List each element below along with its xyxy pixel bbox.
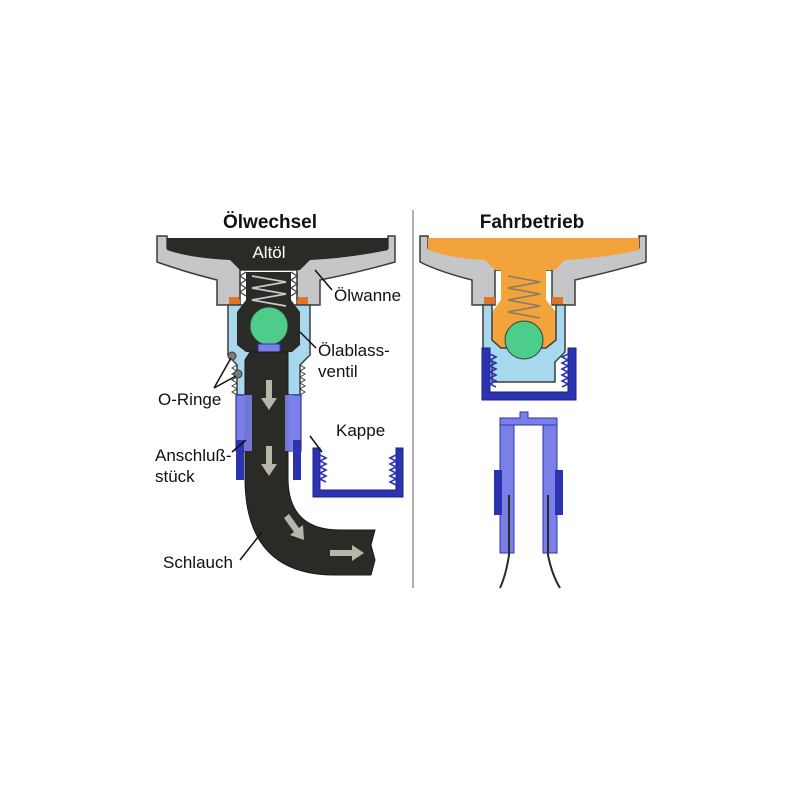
- pan-seal-right-2: [552, 297, 563, 304]
- flow-arrow-1: [261, 380, 277, 410]
- right-panel-title: Fahrbetrieb: [480, 212, 585, 233]
- hose-right-right-wall: [547, 495, 561, 589]
- spring-right: [507, 275, 541, 319]
- pan-seal-right-1: [484, 297, 495, 304]
- fitting-right-band-left: [494, 470, 502, 515]
- leader-schlauch: [239, 531, 263, 561]
- valve-ball-right: [504, 320, 544, 360]
- leader-anschluss: [231, 439, 247, 453]
- fitting-right-top: [499, 411, 558, 426]
- old-oil-in-pan: [167, 238, 388, 270]
- cap-left-thread: [318, 454, 398, 486]
- label-altoel: Altöl: [252, 243, 285, 262]
- label-anschluss-2: stück: [155, 467, 195, 486]
- fitting-right-wall-left: [499, 424, 515, 554]
- leader-oelwanne: [314, 269, 333, 291]
- fresh-oil-in-pan: [428, 238, 639, 270]
- fitting-right-band-right: [555, 470, 563, 515]
- fitting-right-inner: [285, 395, 293, 451]
- flow-arrow-2: [261, 446, 277, 476]
- right-panel-driving: Fahrbetrieb: [419, 212, 647, 589]
- leader-o-ring-1: [213, 357, 232, 389]
- pan-seal-left: [229, 297, 240, 304]
- fitting-lower-band-right: [293, 440, 301, 480]
- leader-o-ring-2: [213, 375, 237, 389]
- valve-ball-left: [249, 306, 289, 346]
- label-o-ringe: O-Ringe: [158, 390, 221, 409]
- cap-on-valve-thread: [488, 353, 570, 388]
- o-ring-upper: [227, 351, 237, 361]
- cap-on-valve: [481, 347, 577, 401]
- fitting-right-wall-right: [542, 424, 558, 554]
- label-oelablass-2: ventil: [318, 362, 358, 381]
- cap-left: [312, 447, 404, 498]
- label-anschluss-1: Anschluß-: [155, 446, 232, 465]
- label-schlauch: Schlauch: [163, 553, 233, 572]
- flow-arrow-4: [330, 545, 364, 561]
- plunger-left: [257, 343, 281, 353]
- boss-thread-left: [238, 270, 248, 300]
- label-oelablass-1: Ölablass-: [318, 341, 390, 360]
- pan-seal-right: [297, 297, 308, 304]
- fitting-lower-band-left: [236, 440, 244, 480]
- valve-thread-left: [231, 364, 306, 396]
- label-oelwanne: Ölwanne: [334, 286, 401, 305]
- valve-body-right: [482, 304, 566, 383]
- left-panel-title: Ölwechsel: [223, 212, 317, 233]
- hose: [244, 351, 376, 576]
- fitting-left-inner: [244, 395, 252, 451]
- left-panel-oil-change: Ölwechsel Altöl Ölwanne Ölablass- ventil…: [155, 212, 404, 576]
- leader-kappe: [309, 435, 323, 453]
- spring-left: [251, 275, 287, 307]
- leader-oelablass: [299, 331, 317, 349]
- label-kappe: Kappe: [336, 421, 385, 440]
- boss-thread-right: [289, 270, 299, 300]
- flow-arrow-3: [284, 514, 304, 540]
- hose-right-left-wall: [499, 495, 510, 589]
